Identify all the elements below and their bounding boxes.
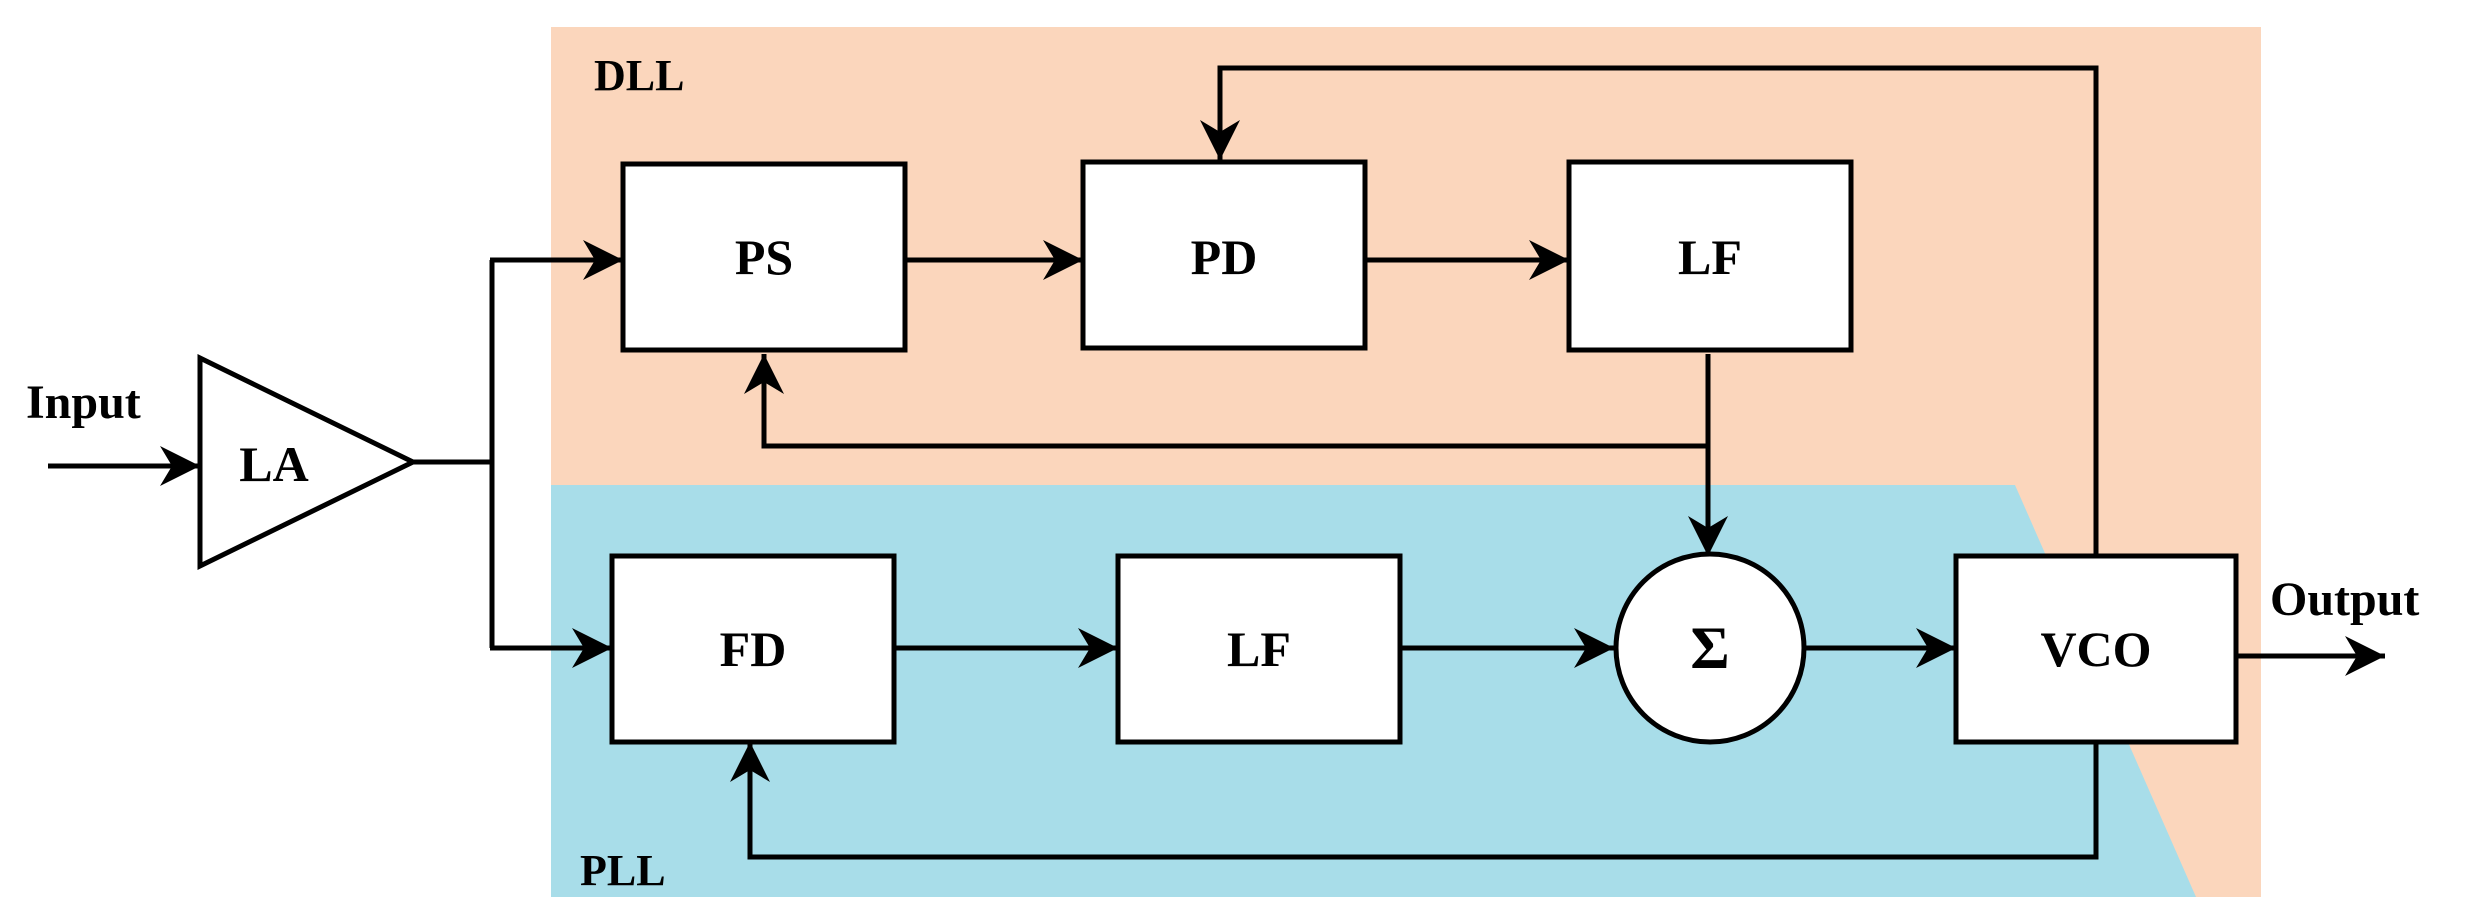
block-la: LA [197, 353, 419, 571]
wire-lf-top-feedback-to-ps [744, 354, 1708, 449]
block-fd: FD [609, 553, 897, 745]
block-sum: Σ [1613, 551, 1807, 745]
wire-vco-feedback-to-fd [730, 742, 2099, 860]
pll-region-label: PLL [580, 846, 666, 895]
block-lf-bottom: LF [1115, 553, 1403, 745]
pd-label: PD [1191, 229, 1258, 285]
signal-wires [48, 65, 2385, 860]
la-amplifier-shape [197, 353, 419, 571]
lf-top-label: LF [1678, 229, 1742, 285]
la-label: LA [239, 436, 308, 492]
output-label: Output [2270, 573, 2419, 626]
vco-label: VCO [2040, 621, 2151, 677]
fd-label: FD [720, 621, 787, 677]
sum-label: Σ [1690, 615, 1729, 681]
input-label: Input [26, 376, 141, 429]
sum-circle [1613, 551, 1807, 745]
dll-region-label: DLL [594, 51, 684, 100]
block-pd: PD [1080, 159, 1368, 351]
wire-vco-feedback-to-pd [1200, 65, 2099, 556]
block-ps: PS [620, 161, 908, 353]
block-vco: VCO [1953, 553, 2239, 745]
lf-bottom-label: LF [1227, 621, 1291, 677]
block-lf-top: LF [1566, 159, 1854, 353]
ps-label: PS [735, 229, 793, 285]
